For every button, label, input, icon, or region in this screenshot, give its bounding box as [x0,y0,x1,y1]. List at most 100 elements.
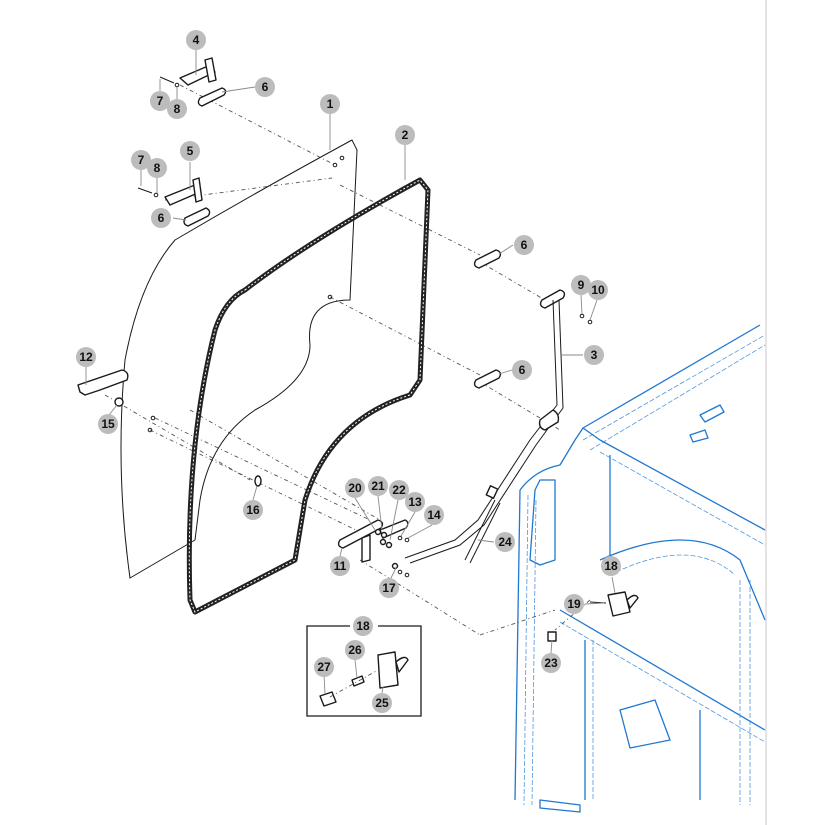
callout-number: 6 [519,363,526,377]
callout-badge [150,91,170,111]
grommet [254,475,262,487]
assembly-lines [104,84,591,636]
hinge-plate [473,369,502,389]
callout-badge [588,280,608,300]
callout-3: 3 [584,345,604,365]
callout-number: 6 [262,80,269,94]
glass-hole [147,427,153,433]
callout-8: 8 [147,158,167,178]
callout-11: 11 [330,556,350,576]
callout-19: 19 [564,594,584,614]
callout-number: 6 [158,211,165,225]
callout-number: 4 [193,33,200,47]
callout-number: 22 [392,483,406,497]
glass-hole [150,415,156,421]
callout-number: 27 [317,660,331,674]
callout-badge [345,640,365,660]
callout-number: 21 [371,479,385,493]
callout-badge [255,77,275,97]
callout-21: 21 [368,476,388,496]
callout-number: 15 [101,417,115,431]
callout-badge [601,556,621,576]
callout-number: 12 [79,350,93,364]
cab-frame [514,324,766,813]
callout-18: 18 [353,616,373,636]
callout-number: 20 [348,481,362,495]
callout-number: 23 [544,656,558,670]
leader-lines [85,48,616,695]
callout-17: 17 [379,578,399,598]
gas-strut [464,485,501,564]
callout-number: 8 [174,102,181,116]
callout-badge [186,30,206,50]
callout-badge [330,556,350,576]
door-stay-rod [404,289,593,564]
callout-number: 18 [356,619,370,633]
callout-badge [243,500,263,520]
callout-number: 17 [382,581,396,595]
hinge-plate [473,249,502,269]
door-handle [77,369,129,396]
callout-23: 23 [541,653,561,673]
callout-20: 20 [345,478,365,498]
callout-badge [320,94,340,114]
callout-15: 15 [98,414,118,434]
callout-number: 11 [334,559,347,573]
latch-bracket-group [337,519,410,578]
callout-badge [512,360,532,380]
callout-number: 24 [498,535,512,549]
upper-hinge-group [159,57,227,107]
door-catch-on-frame [547,591,639,642]
catch-detail-inset [306,625,422,717]
callout-8: 8 [167,99,187,119]
callout-badge [395,125,415,145]
callout-6: 6 [512,360,532,380]
handle-grommet [114,397,124,407]
callout-badge [541,653,561,673]
callout-24: 24 [495,532,515,552]
callout-badge [180,141,200,161]
callout-badge [76,347,96,367]
callout-5: 5 [180,141,200,161]
callout-18: 18 [601,556,621,576]
callout-6: 6 [514,235,534,255]
callout-number: 5 [187,144,194,158]
callout-number: 9 [578,278,585,292]
callout-badge [131,150,151,170]
callout-badge [405,492,425,512]
callout-badge [147,158,167,178]
callout-number: 13 [408,495,422,509]
callout-number: 1 [327,97,334,111]
callout-27: 27 [314,657,334,677]
callout-badge [564,594,584,614]
glass-hole [327,294,333,300]
callout-number: 8 [154,161,161,175]
callout-13: 13 [405,492,425,512]
callout-number: 7 [138,153,145,167]
callout-number: 6 [521,238,528,252]
callout-badge [372,693,392,713]
callout-badge [514,235,534,255]
callout-26: 26 [345,640,365,660]
callout-6: 6 [255,77,275,97]
callout-badge [368,476,388,496]
callout-badge [353,616,373,636]
callout-number: 2 [402,128,409,142]
callout-4: 4 [186,30,206,50]
callout-badge [98,414,118,434]
door-seal [186,177,431,615]
callout-2: 2 [395,125,415,145]
callout-6: 6 [151,208,171,228]
callout-7: 7 [131,150,151,170]
callout-number: 25 [375,696,389,710]
glass-hole [332,162,338,168]
page-edge-rule [765,0,767,825]
callout-badge [424,505,444,525]
callout-number: 7 [157,94,164,108]
callout-badge [571,275,591,295]
callout-badge [151,208,171,228]
callout-number: 18 [604,559,618,573]
callout-22: 22 [389,480,409,500]
